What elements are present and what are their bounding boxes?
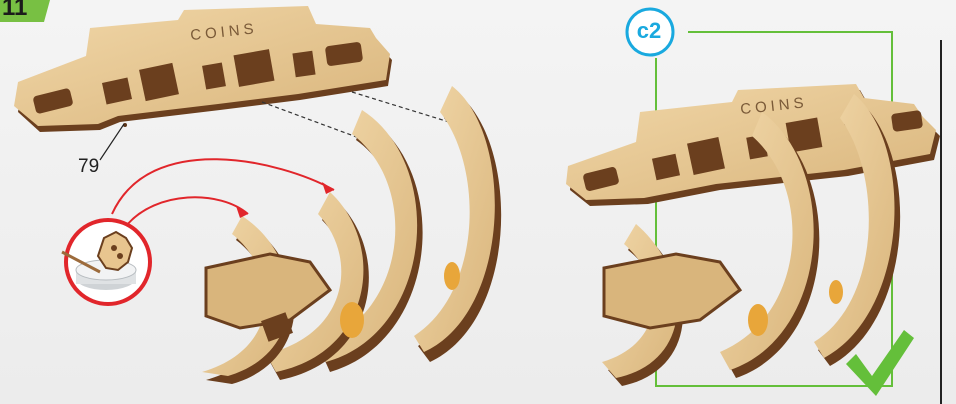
glue-arrow-1: [112, 159, 334, 214]
assembled-model: COINS: [566, 84, 940, 386]
glue-arrow-2: [126, 197, 248, 226]
rib-assembly-left: [202, 86, 501, 384]
alignment-guide-1: [262, 102, 370, 142]
check-label: c2: [632, 18, 666, 44]
coin-plate-left: COINS: [14, 6, 392, 132]
glue-icon: [62, 220, 150, 304]
part-number-label: 79: [78, 156, 99, 178]
step-badge: 11: [0, 0, 52, 22]
part-leader-line: [100, 124, 124, 160]
right-divider: [940, 40, 942, 404]
step-number: 11: [2, 0, 27, 22]
